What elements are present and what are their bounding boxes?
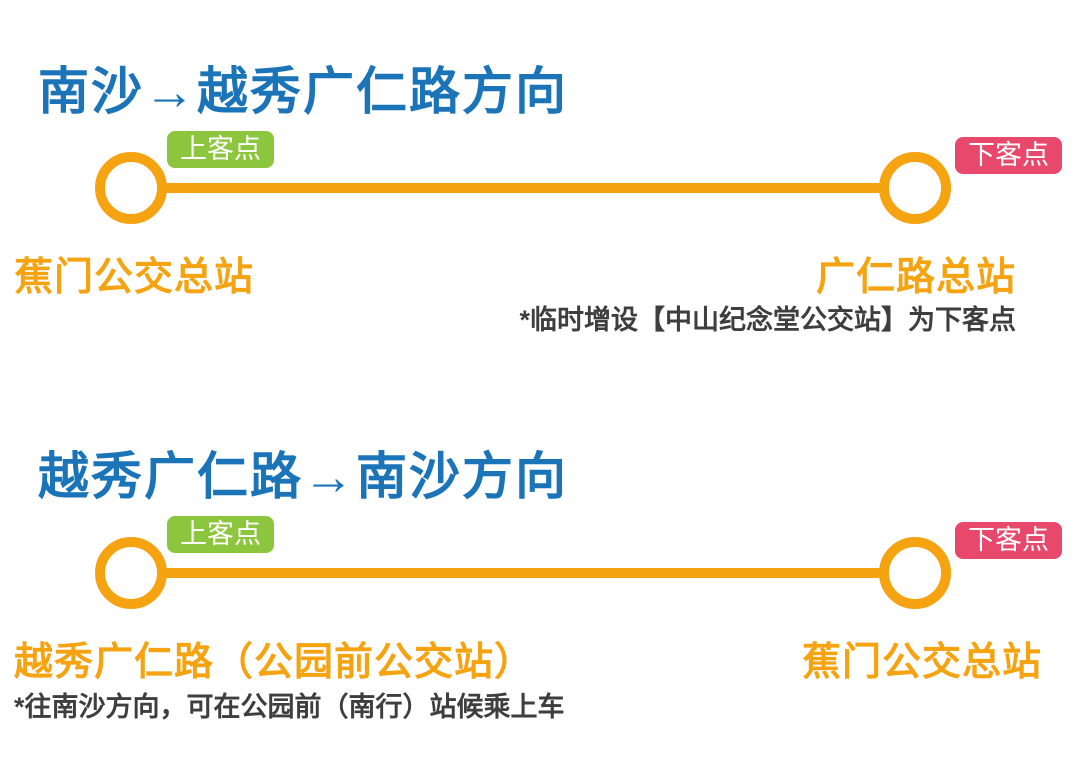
start-station-circle [95,537,167,609]
start-station-name: 蕉门公交总站 [14,256,255,299]
route-line [129,568,917,578]
start-station-name: 越秀广仁路（公园前公交站） [14,641,535,684]
route-line [129,183,917,193]
route-note: *往南沙方向，可在公园前（南行）站候乘上车 [14,692,565,722]
route-note: *临时增设【中山纪念堂公交站】为下客点 [519,305,1016,335]
start-station-circle [95,152,167,224]
alighting-point-badge: 下客点 [955,137,1062,174]
end-station-name: 广仁路总站 [815,256,1016,299]
boarding-point-badge: 上客点 [167,516,274,553]
section-title: 越秀广仁路→南沙方向 [38,448,569,505]
end-station-circle [879,152,951,224]
route-section-outbound: 南沙→越秀广仁路方向 上客点 下客点 蕉门公交总站 广仁路总站 *临时增设【中山… [0,0,1080,340]
end-station-circle [879,537,951,609]
end-station-name: 蕉门公交总站 [801,641,1042,684]
route-section-return: 越秀广仁路→南沙方向 上客点 下客点 越秀广仁路（公园前公交站） 蕉门公交总站 … [0,385,1080,725]
boarding-point-badge: 上客点 [167,131,274,168]
alighting-point-badge: 下客点 [955,522,1062,559]
section-title: 南沙→越秀广仁路方向 [38,63,569,120]
